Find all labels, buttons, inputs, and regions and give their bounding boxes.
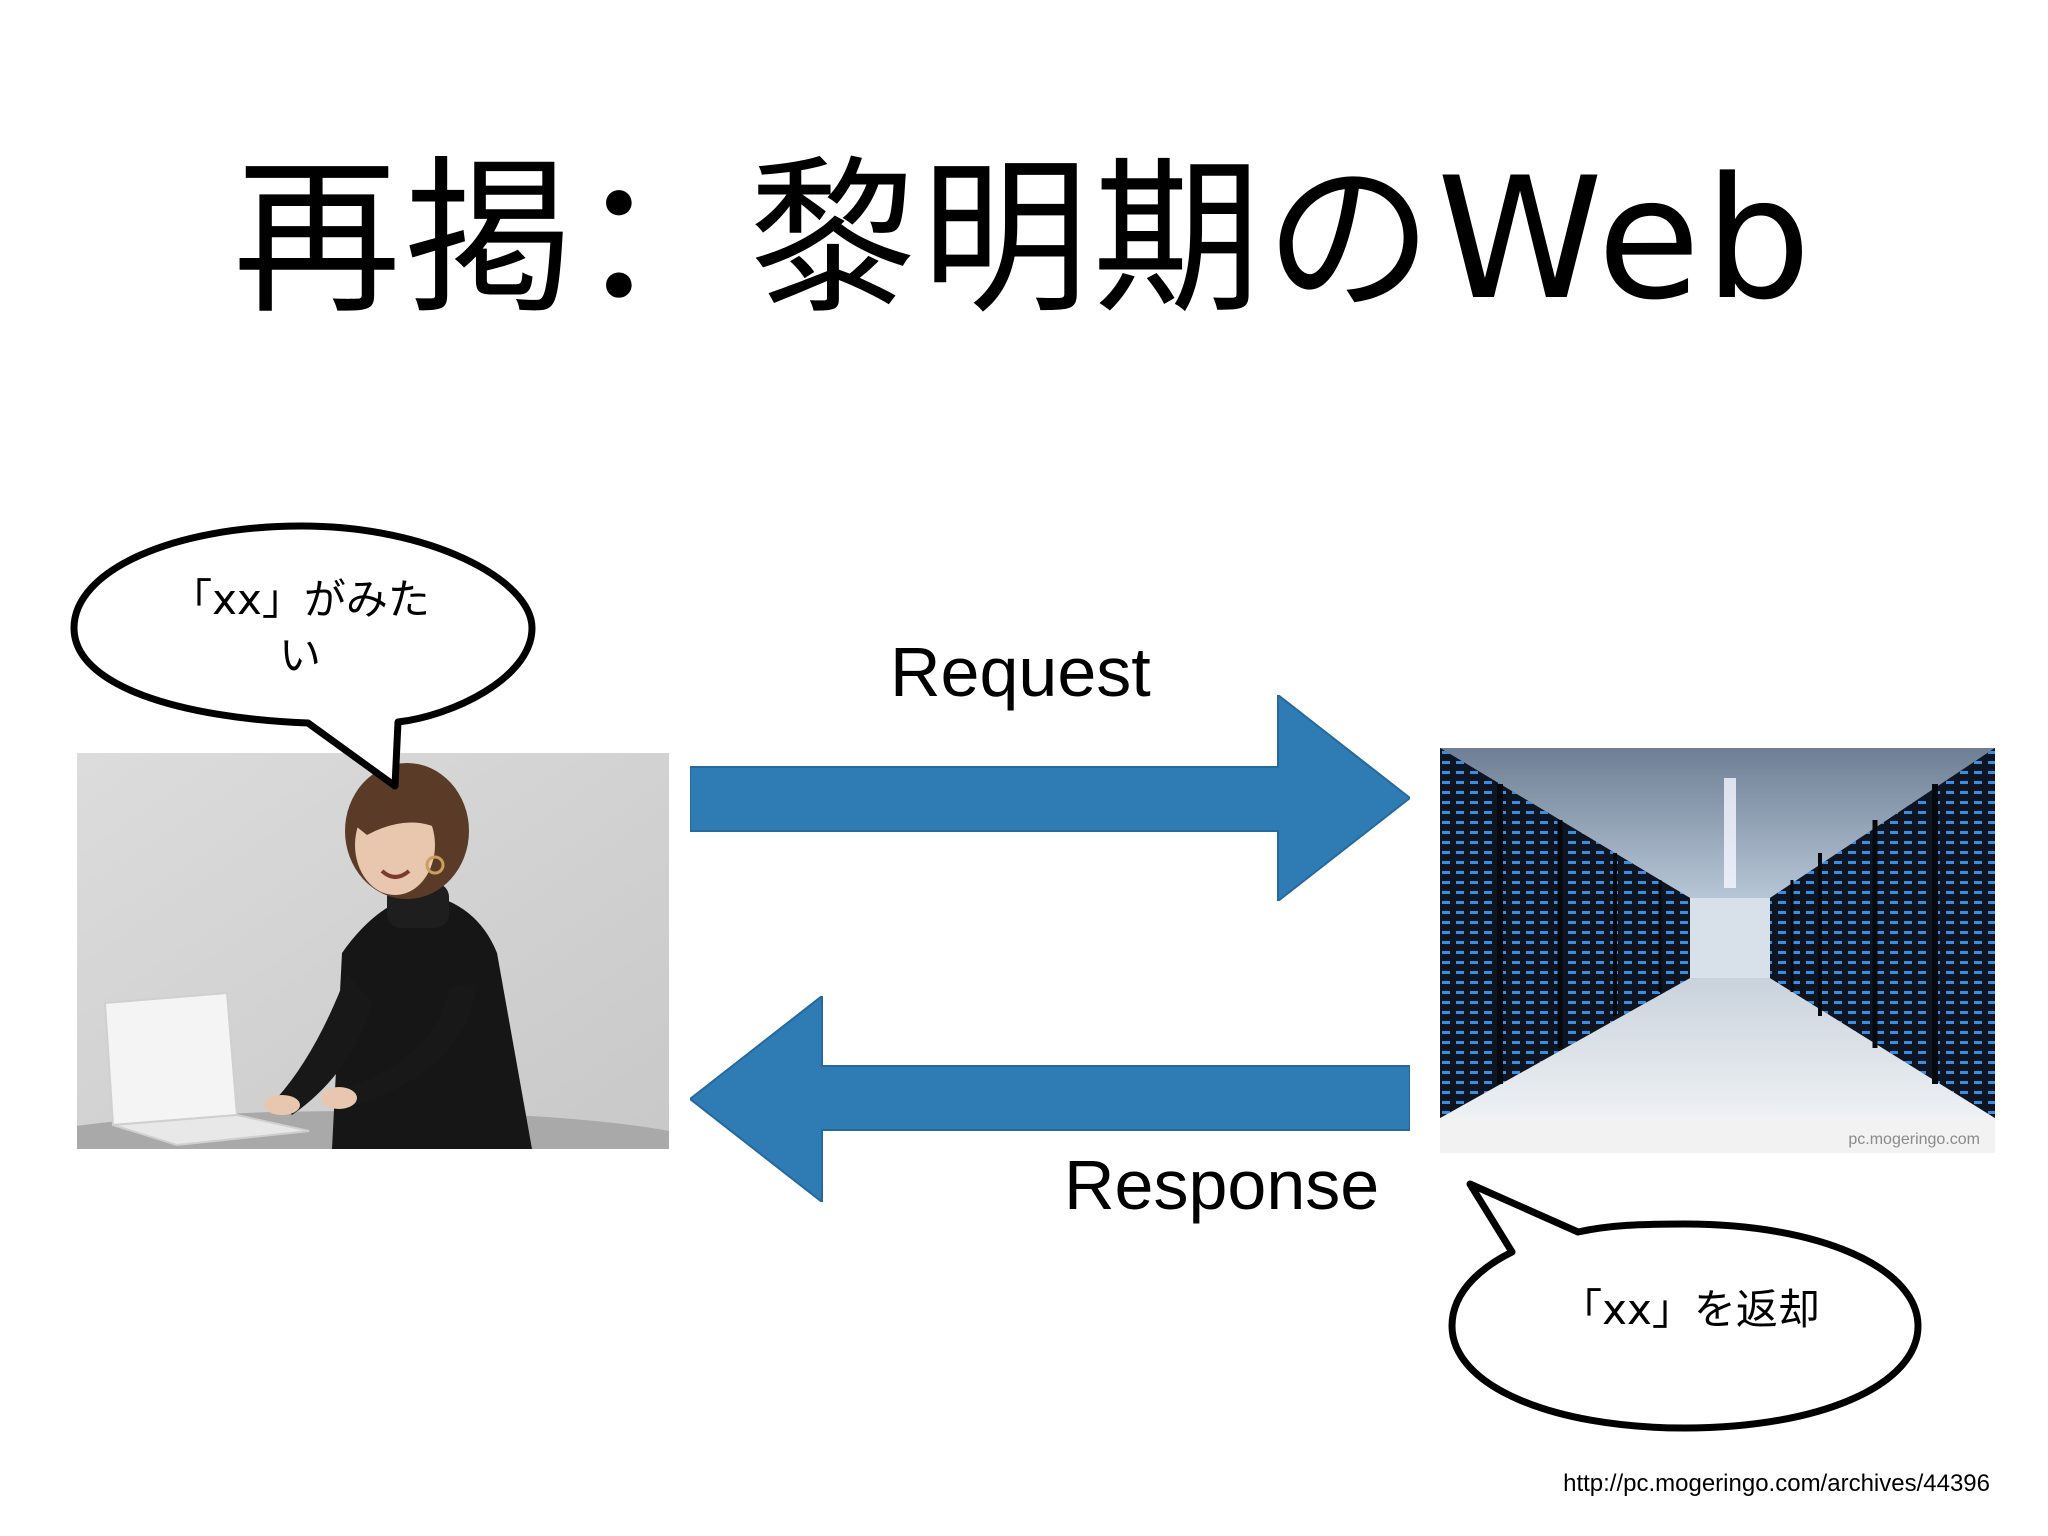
server-room-image: pc.mogeringo.com [1440, 748, 1995, 1153]
woman-with-laptop-image [77, 753, 669, 1149]
client-photo [77, 753, 669, 1149]
server-bubble-text: 「xx」を返却 [1560, 1285, 1820, 1334]
client-bubble-text: 「xx」がみたい [170, 575, 430, 680]
server-photo-watermark: pc.mogeringo.com [1848, 1131, 1980, 1148]
response-label: Response [1064, 1146, 1380, 1224]
server-speech-bubble [1448, 1180, 1922, 1432]
source-citation: http://pc.mogeringo.com/archives/44396 [1563, 1470, 1990, 1497]
response-arrow [690, 996, 1410, 1202]
server-photo: pc.mogeringo.com [1440, 748, 1995, 1153]
request-arrow [690, 695, 1410, 901]
slide-title: 再掲：黎明期のWeb [232, 141, 1816, 337]
request-label: Request [890, 633, 1151, 711]
client-speech-bubble [70, 522, 536, 790]
